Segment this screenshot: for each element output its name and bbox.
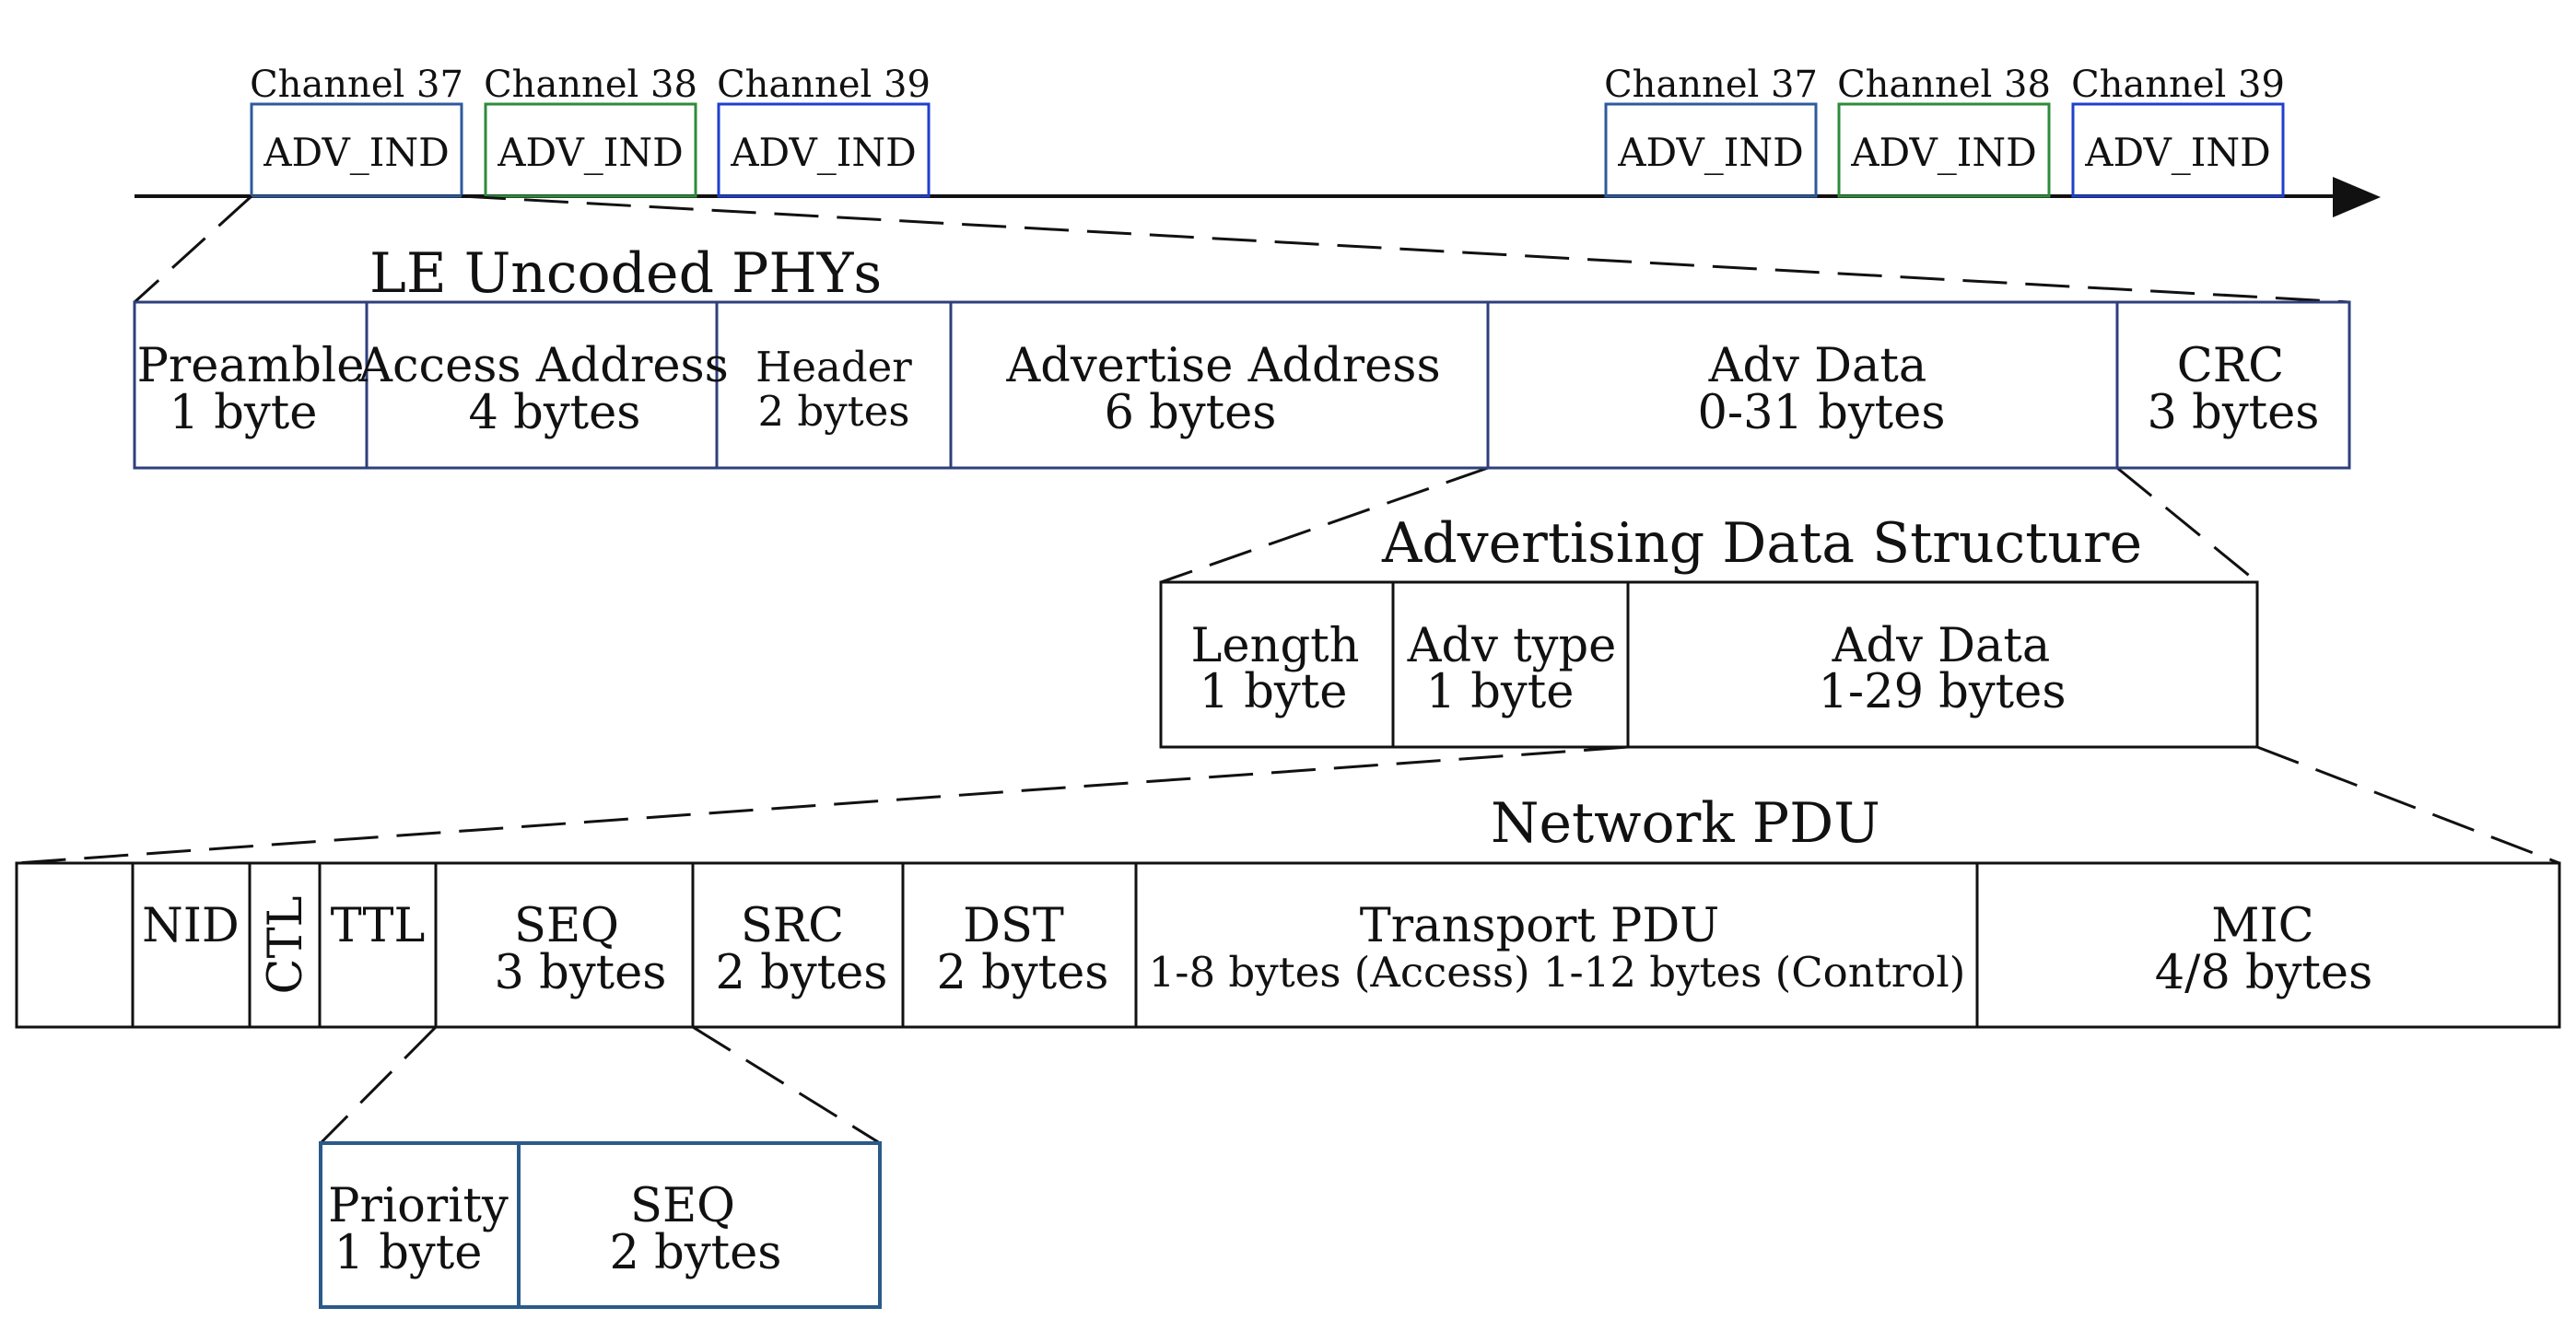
field-name: SEQ	[514, 899, 619, 953]
field-size: 1 byte	[1200, 665, 1348, 719]
field-size: 3 bytes	[495, 946, 667, 1000]
field-name: Transport PDU	[1360, 899, 1719, 953]
field-size: 1 byte	[170, 386, 318, 440]
field-size: 0-31 bytes	[1697, 386, 1945, 440]
packet-label: ADV_IND	[730, 130, 917, 175]
channel-label: Channel 39	[2071, 64, 2285, 106]
field-size: 6 bytes	[1105, 386, 1277, 440]
adv-ind-packet	[1604, 102, 1818, 198]
field-size: 2 bytes	[758, 387, 910, 436]
seq-breakdown: Priority 1 byte SEQ 2 bytes	[319, 1141, 882, 1309]
field-name: Preamble	[137, 339, 365, 393]
field-name: TTL	[331, 899, 426, 953]
field-name: CRC	[2177, 339, 2284, 393]
zoom-line	[1160, 466, 1489, 584]
field-name: CTL	[259, 896, 313, 995]
field-size: 2 bytes	[610, 1226, 782, 1280]
field-name: SRC	[741, 899, 844, 953]
packet-label: ADV_IND	[263, 130, 450, 175]
field-size: 1-8 bytes (Access) 1-12 bytes (Control)	[1149, 948, 1966, 997]
field-name: Priority	[328, 1179, 509, 1233]
zoom-line	[461, 194, 2350, 304]
field-name: Length	[1191, 619, 1360, 673]
field-name: Access Address	[357, 339, 729, 393]
time-axis-arrowhead	[2333, 177, 2381, 217]
field-size: 3 bytes	[2148, 386, 2320, 440]
seq-frame	[319, 1141, 882, 1309]
channel-label: Channel 38	[1837, 64, 2051, 106]
ads-frame	[1159, 580, 2259, 749]
zoom-line	[319, 1025, 438, 1145]
phy-title: LE Uncoded PHYs	[369, 241, 882, 306]
field-size: 2 bytes	[937, 946, 1109, 1000]
field-size: 4/8 bytes	[2155, 946, 2373, 1000]
channel-label: Channel 39	[717, 64, 931, 106]
field-name: Header	[755, 343, 912, 391]
field-name: Adv Data	[1708, 339, 1927, 393]
field-size: 1-29 bytes	[1818, 665, 2066, 719]
network-pdu: Network PDU NID CTL TTL SEQ 3 bytes SRC …	[15, 791, 2561, 1029]
field-name: SEQ	[630, 1179, 735, 1233]
channel-label: Channel 37	[1604, 64, 1818, 106]
field-name: NID	[142, 899, 240, 953]
le-uncoded-phy-packet: LE Uncoded PHYs Preamble 1 byte Access A…	[133, 241, 2351, 470]
packet-label: ADV_IND	[497, 130, 684, 175]
adv-ind-packet	[717, 102, 931, 198]
zoom-line	[2116, 466, 2258, 584]
adv-ind-packet	[250, 102, 463, 198]
pdu-title: Network PDU	[1491, 791, 1880, 856]
field-name: Adv type	[1407, 619, 1617, 673]
field-size: 2 bytes	[716, 946, 888, 1000]
zoom-line	[133, 194, 253, 304]
zoom-line	[2256, 745, 2560, 865]
pdu-frame	[15, 861, 2561, 1029]
packet-label: ADV_IND	[1617, 130, 1804, 175]
field-name: MIC	[2211, 899, 2313, 953]
channel-label: Channel 37	[250, 64, 463, 106]
adv-ind-packet	[2071, 102, 2285, 198]
zoom-connectors	[16, 194, 2560, 1145]
field-name: Adv Data	[1832, 619, 2051, 673]
field-size: 1 byte	[334, 1226, 483, 1280]
adv-ind-packet	[1837, 102, 2051, 198]
zoom-line	[16, 745, 1629, 865]
packet-label: ADV_IND	[1850, 130, 2037, 175]
ads-title: Advertising Data Structure	[1381, 511, 2142, 576]
phy-frame	[133, 300, 2351, 470]
field-size: 1 byte	[1426, 665, 1575, 719]
packet-label: ADV_IND	[2084, 130, 2271, 175]
channel-label: Channel 38	[484, 64, 697, 106]
timeline: Channel 37 ADV_IND Channel 38 ADV_IND Ch…	[135, 64, 2381, 217]
zoom-line	[692, 1025, 881, 1145]
adv-ind-packet	[484, 102, 697, 198]
advertising-data-structure: Advertising Data Structure Length 1 byte…	[1159, 511, 2259, 749]
field-size: 4 bytes	[469, 386, 641, 440]
field-name: DST	[963, 899, 1064, 953]
field-name: Advertise Address	[1005, 339, 1440, 393]
